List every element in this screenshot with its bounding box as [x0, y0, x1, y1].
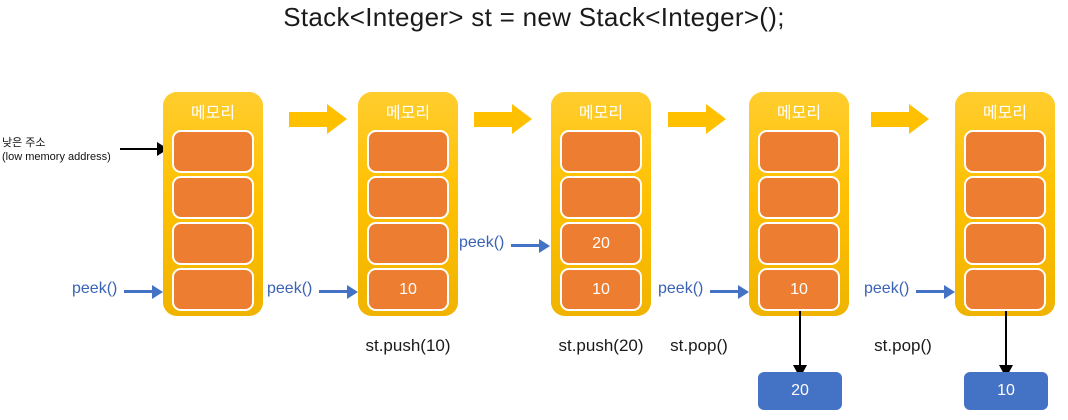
- stack-slot: [758, 222, 840, 265]
- peek-label: peek(): [267, 280, 313, 297]
- low-memory-address-english: (low memory address): [2, 150, 111, 163]
- stack-slot: 10: [560, 268, 642, 311]
- stack-slot: [172, 176, 254, 219]
- stack-slot: [964, 268, 1046, 311]
- stack-column-3: 메모리 20 10: [551, 92, 651, 316]
- stack-column-4: 메모리 10: [749, 92, 849, 316]
- slot-list-4: 10: [758, 130, 840, 311]
- memory-container-2: 메모리 10: [358, 92, 458, 316]
- step-arrow-icon-1: [289, 104, 347, 134]
- step-arrow-icon-4: [871, 104, 929, 134]
- caption-stack-2: st.push(10): [365, 336, 451, 355]
- memory-label-4: 메모리: [776, 105, 822, 122]
- peek-annotation-5: peek(): [864, 280, 956, 302]
- peek-annotation-1: peek(): [72, 280, 164, 302]
- stack-slot: [758, 130, 840, 173]
- slot-list-1: [172, 130, 254, 311]
- caption-stack-5: st.pop(): [874, 336, 932, 355]
- peek-label: peek(): [864, 280, 910, 297]
- peek-label: peek(): [658, 280, 704, 297]
- low-memory-address-arrow-icon: [120, 142, 168, 156]
- memory-label-5: 메모리: [982, 105, 1028, 122]
- peek-label: peek(): [459, 234, 505, 251]
- stack-slot: 10: [367, 268, 449, 311]
- peek-annotation-3: peek(): [459, 234, 551, 256]
- stack-slot: [172, 222, 254, 265]
- memory-label-1: 메모리: [190, 105, 236, 122]
- stack-slot: [367, 222, 449, 265]
- pop-arrow-icon-5: [999, 306, 1013, 378]
- stack-slot: [560, 130, 642, 173]
- stack-slot: [964, 130, 1046, 173]
- stack-slot: 20: [560, 222, 642, 265]
- memory-container-1: 메모리: [163, 92, 263, 316]
- stack-column-2: 메모리 10: [358, 92, 458, 316]
- stack-slot: [964, 222, 1046, 265]
- low-memory-address-korean: 낮은 주소: [2, 137, 46, 149]
- memory-label-3: 메모리: [578, 105, 624, 122]
- popped-value-box-5: 10: [964, 372, 1048, 410]
- pop-arrow-icon-4: [793, 306, 807, 378]
- stack-slot: [172, 268, 254, 311]
- step-arrow-icon-2: [474, 104, 532, 134]
- slot-list-5: [964, 130, 1046, 311]
- step-arrow-icon-3: [668, 104, 726, 134]
- stack-slot: [560, 176, 642, 219]
- slot-list-3: 20 10: [560, 130, 642, 311]
- caption-stack-4: st.pop(): [670, 336, 728, 355]
- memory-container-3: 메모리 20 10: [551, 92, 651, 316]
- memory-label-2: 메모리: [385, 105, 431, 122]
- stack-slot: [964, 176, 1046, 219]
- stack-slot: [367, 130, 449, 173]
- memory-container-5: 메모리: [955, 92, 1055, 316]
- caption-stack-3: st.push(20): [558, 336, 644, 355]
- stack-slot: [367, 176, 449, 219]
- stack-slot: [172, 130, 254, 173]
- memory-container-4: 메모리 10: [749, 92, 849, 316]
- stack-column-5: 메모리: [955, 92, 1055, 316]
- page-title: Stack<Integer> st = new Stack<Integer>()…: [283, 2, 785, 32]
- peek-annotation-2: peek(): [267, 280, 359, 302]
- stack-slot: [758, 176, 840, 219]
- slot-list-2: 10: [367, 130, 449, 311]
- stack-column-1: 메모리: [163, 92, 263, 316]
- stack-slot: 10: [758, 268, 840, 311]
- peek-label: peek(): [72, 280, 118, 297]
- popped-value-box-4: 20: [758, 372, 842, 410]
- low-memory-address-note: 낮은 주소 (low memory address): [2, 137, 111, 165]
- peek-annotation-4: peek(): [658, 280, 750, 302]
